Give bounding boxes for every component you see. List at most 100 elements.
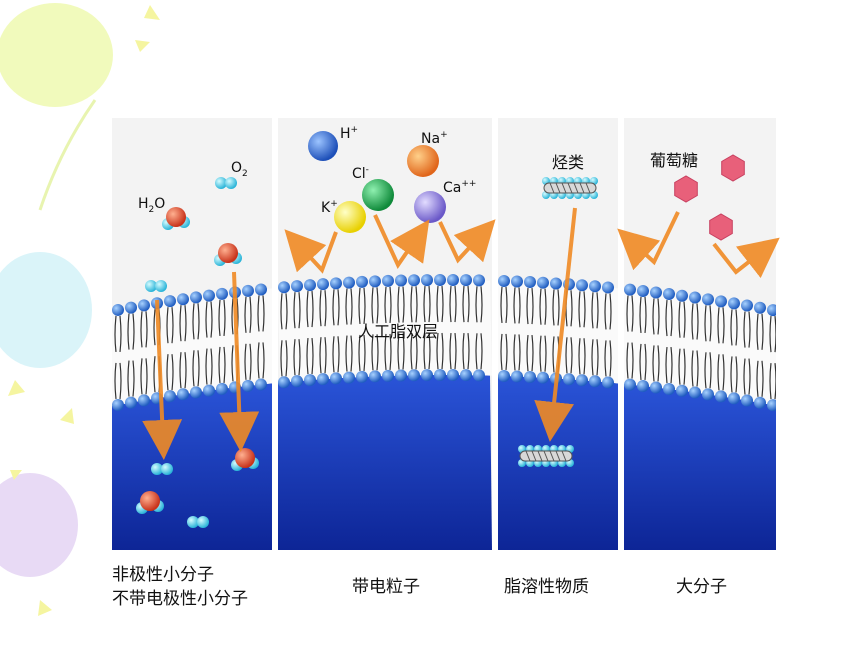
lipid-head-inner [278, 376, 290, 388]
lipid-head-inner [447, 369, 459, 381]
label-hydrocarbon: 烃类 [552, 153, 584, 172]
water-molecule-o [166, 207, 186, 227]
cytoplasm [278, 375, 492, 550]
lipid-head-outer [304, 279, 316, 291]
cytoplasm [498, 376, 618, 550]
lipid-head-inner [216, 383, 228, 395]
lipid-head-outer [164, 295, 176, 307]
lipid-head-inner [498, 370, 510, 382]
lipid-head-inner [112, 399, 124, 411]
caption-nonpolar-line-1: 非极性小分子 [112, 563, 248, 587]
oxygen-molecule-b [161, 463, 173, 475]
caption-charged: 带电粒子 [352, 575, 420, 599]
caption-lipid-soluble: 脂溶性物质 [504, 575, 589, 599]
lipid-head-inner [589, 375, 601, 387]
label-glucose: 葡萄糖 [650, 151, 698, 170]
ion-cl [362, 179, 394, 211]
lipid-head-inner [754, 397, 766, 409]
caption-nonpolar-line-2: 不带电极性小分子 [112, 587, 248, 611]
hydrocarbon-molecule [542, 177, 598, 199]
lipid-head-inner [767, 399, 779, 411]
lipid-head-outer [511, 275, 523, 287]
lipid-head-inner [563, 373, 575, 385]
lipid-head-outer [255, 283, 267, 295]
lipid-head-outer [408, 274, 420, 286]
lipid-head-inner [190, 386, 202, 398]
lipid-head-inner [728, 392, 740, 404]
lipid-head-outer [624, 284, 636, 296]
lipid-head-inner [343, 372, 355, 384]
water-molecule-o [235, 448, 255, 468]
caption-macromolecule: 大分子 [676, 575, 727, 599]
water-molecule-o [140, 491, 160, 511]
lipid-head-outer [434, 274, 446, 286]
lipid-head-outer [447, 274, 459, 286]
lipid-head-inner [164, 390, 176, 402]
panel-macromolecule [624, 284, 779, 550]
lipid-head-inner [473, 369, 485, 381]
lipid-head-inner [138, 394, 150, 406]
lipid-head-outer [395, 275, 407, 287]
lipid-head-outer [637, 285, 649, 297]
lipid-head-outer [689, 292, 701, 304]
ion-ca [414, 191, 446, 223]
lipid-head-outer [421, 274, 433, 286]
water-molecule-o [218, 243, 238, 263]
lipid-head-outer [460, 274, 472, 286]
lipid-head-outer [317, 278, 329, 290]
lipid-head-inner [382, 370, 394, 382]
lipid-head-inner [421, 369, 433, 381]
lipid-head-inner [624, 379, 636, 391]
lipid-head-outer [382, 275, 394, 287]
lipid-head-outer [537, 277, 549, 289]
lipid-head-inner [676, 385, 688, 397]
lipid-head-outer [242, 285, 254, 297]
lipid-head-inner [203, 385, 215, 397]
lipid-head-outer [498, 275, 510, 287]
lipid-head-inner [460, 369, 472, 381]
lipid-head-outer [216, 288, 228, 300]
lipid-head-outer [112, 304, 124, 316]
lipid-head-inner [317, 373, 329, 385]
lipid-head-outer [676, 290, 688, 302]
lipid-head-outer [473, 274, 485, 286]
lipid-head-outer [728, 297, 740, 309]
lipid-head-outer [343, 277, 355, 289]
lipid-head-inner [741, 395, 753, 407]
lipid-head-outer [650, 286, 662, 298]
lipid-head-outer [741, 300, 753, 312]
lipid-head-outer [369, 275, 381, 287]
lipid-head-outer [138, 299, 150, 311]
lipid-head-outer [754, 302, 766, 314]
lipid-head-outer [291, 280, 303, 292]
lipid-head-inner [369, 370, 381, 382]
lipid-head-inner [715, 390, 727, 402]
oxygen-molecule-b [197, 516, 209, 528]
lipid-head-inner [255, 378, 267, 390]
lipid-head-inner [602, 376, 614, 388]
lipid-head-inner [177, 388, 189, 400]
caption-lipid-soluble-line-1: 脂溶性物质 [504, 575, 589, 599]
panel-divider [618, 118, 624, 550]
lipid-head-inner [576, 374, 588, 386]
lipid-head-outer [715, 295, 727, 307]
lipid-head-outer [702, 293, 714, 305]
lipid-head-outer [576, 279, 588, 291]
lipid-head-outer [589, 280, 601, 292]
ion-k [334, 201, 366, 233]
panel-lipid-soluble [498, 275, 618, 550]
lipid-head-inner [689, 387, 701, 399]
lipid-head-outer [177, 293, 189, 305]
lipid-head-inner [511, 370, 523, 382]
caption-nonpolar: 非极性小分子 不带电极性小分子 [112, 563, 248, 611]
hydrocarbon-molecule [518, 445, 574, 467]
lipid-head-inner [356, 371, 368, 383]
cytoplasm [624, 384, 776, 550]
lipid-head-outer [663, 288, 675, 300]
lipid-head-inner [663, 383, 675, 395]
oxygen-molecule-b [225, 177, 237, 189]
lipid-head-inner [125, 397, 137, 409]
lipid-head-outer [602, 281, 614, 293]
lipid-head-outer [330, 277, 342, 289]
lipid-head-outer [190, 291, 202, 303]
